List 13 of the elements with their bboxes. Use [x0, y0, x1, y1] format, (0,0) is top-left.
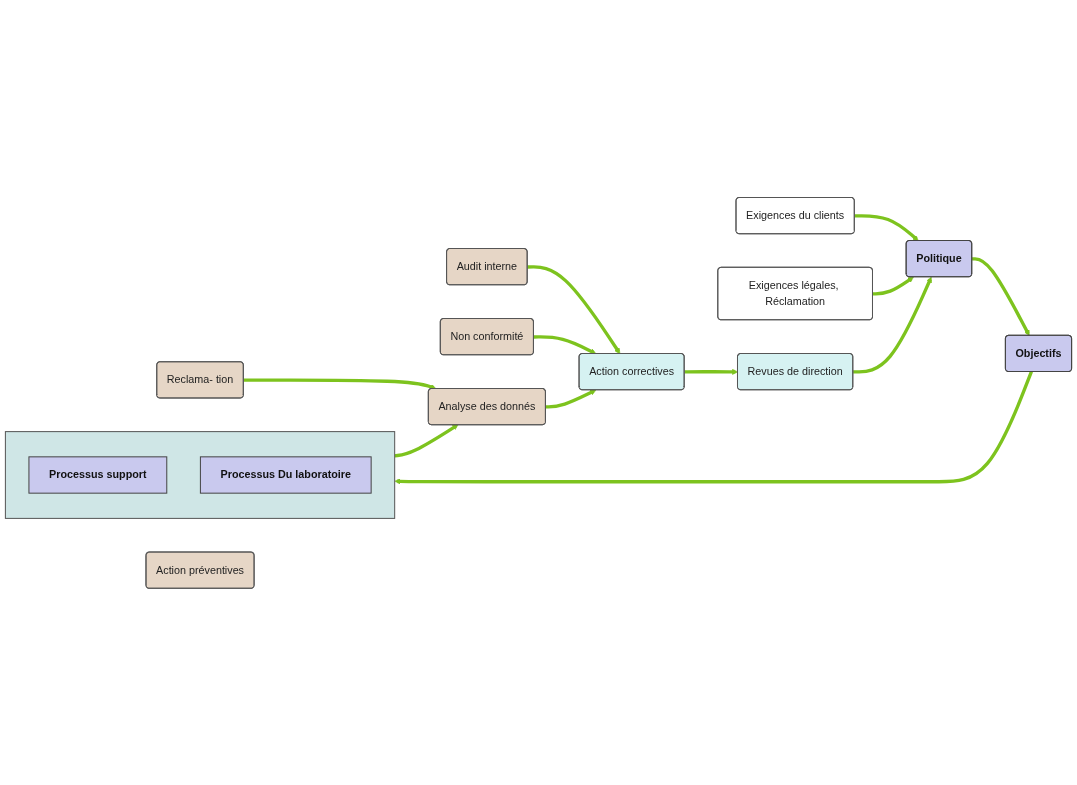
arrow [243, 378, 437, 390]
arrow [527, 264, 621, 354]
arrow [972, 256, 1030, 336]
arrow [545, 389, 597, 409]
node-box: Processus support [28, 455, 168, 494]
arrow [533, 334, 597, 354]
cluster [4, 430, 396, 519]
arrow [394, 424, 459, 458]
node-box: Processus Du laboratoire [199, 455, 372, 494]
arrow [853, 276, 932, 374]
arrow [854, 213, 919, 241]
arrow [394, 370, 1033, 484]
arrow [872, 276, 914, 296]
